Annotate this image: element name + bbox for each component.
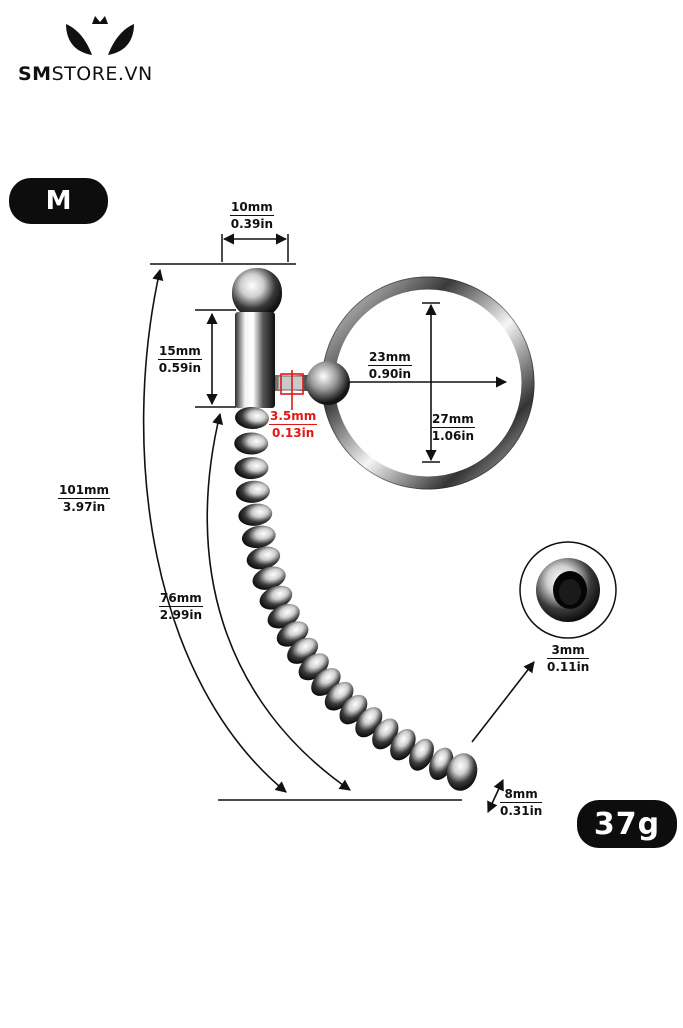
weight-badge: 37g: [577, 800, 677, 848]
hole-label: 3mm 0.11in: [547, 643, 590, 674]
connector-label: 3.5mm 0.13in: [269, 409, 318, 440]
size-badge: M: [9, 178, 108, 224]
beaded-rod: [234, 406, 478, 791]
head-shaft: [235, 312, 275, 408]
insert-length-label: 76mm 2.99in: [159, 591, 203, 622]
dimension-arrows: [142, 233, 535, 814]
cat-ears-crown-icon: [66, 16, 134, 55]
tip-width-label: 8mm 0.31in: [500, 787, 543, 818]
rod-bead: [390, 728, 416, 761]
hole-pointer-arrow: [471, 661, 535, 743]
rod-bead: [409, 738, 434, 771]
insert-length-arrow: [206, 412, 351, 791]
rod-bead: [252, 566, 286, 590]
rod-bead: [235, 480, 270, 503]
rod-bead: [241, 525, 276, 549]
rod-bead: [234, 457, 269, 480]
connector-marker: [280, 370, 304, 410]
rod-bead: [246, 546, 281, 570]
rod-bead: [259, 585, 293, 610]
head-knob: [232, 268, 282, 318]
hole-detail: [519, 541, 617, 639]
pendant-ring: [321, 276, 535, 490]
rod-bead: [372, 718, 399, 750]
ring-inner-label: 23mm 0.90in: [368, 350, 412, 381]
head-width-label: 10mm 0.39in: [230, 200, 274, 231]
reference-lines: [150, 234, 462, 801]
rod-bead: [235, 406, 269, 430]
brand-name-rest: STORE.VN: [51, 63, 153, 85]
ring-arrow-caps: [422, 302, 440, 463]
rod-bead: [238, 503, 273, 526]
rod-tip: [446, 753, 478, 791]
brand-wordmark: SMSTORE.VN: [18, 63, 153, 85]
connector-ball: [306, 361, 350, 405]
head-length-label: 15mm 0.59in: [158, 344, 202, 375]
rod-bead: [234, 432, 269, 455]
tip-width-arrow: [487, 778, 504, 814]
rod-bead: [267, 603, 300, 629]
ring-outer-label: 27mm 1.06in: [431, 412, 475, 443]
brand-name-bold: SM: [18, 63, 52, 85]
total-length-label: 101mm 3.97in: [58, 483, 111, 514]
